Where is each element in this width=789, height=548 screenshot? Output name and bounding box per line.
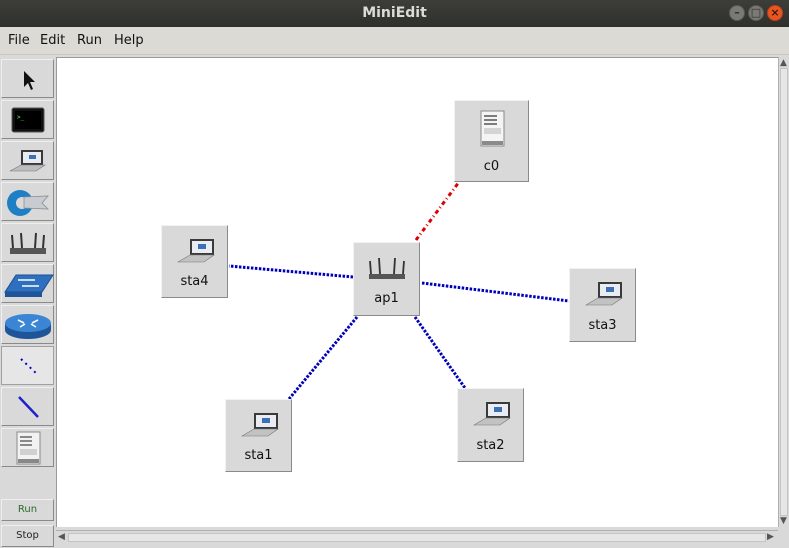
controller-icon — [7, 190, 50, 216]
scroll-up-icon[interactable]: ▲ — [780, 58, 787, 68]
scroll-left-icon[interactable]: ◀ — [58, 532, 65, 542]
tool-switch[interactable] — [1, 264, 54, 303]
node-sta2[interactable]: sta2 — [457, 388, 524, 462]
link-ap1-sta3[interactable] — [421, 281, 570, 303]
link-ap1-sta2[interactable] — [413, 316, 467, 389]
arrow-cursor-icon — [24, 71, 35, 90]
tool-access-point[interactable] — [1, 223, 54, 262]
router-icon — [369, 257, 405, 279]
link-ap1-sta4[interactable] — [228, 264, 354, 279]
link-layer — [228, 181, 570, 400]
node-label: sta3 — [588, 318, 617, 333]
maximize-button[interactable]: □ — [748, 5, 764, 21]
node-sta1[interactable]: sta1 — [225, 399, 292, 472]
horizontal-scroll-track[interactable] — [68, 533, 766, 542]
node-sta4[interactable]: sta4 — [161, 225, 228, 298]
horizontal-scrollbar[interactable]: ◀ ▶ — [56, 530, 778, 544]
tool-select[interactable] — [1, 59, 54, 98]
laptop-icon — [472, 402, 511, 426]
solid-link-icon — [18, 396, 39, 418]
switch-icon — [4, 274, 54, 297]
node-ap1[interactable]: ap1 — [353, 242, 420, 316]
close-icon: × — [770, 6, 780, 19]
menu-run[interactable]: Run — [77, 33, 102, 48]
tool-palette: >_ — [0, 57, 56, 548]
legacy-router-icon — [5, 314, 51, 339]
minimize-button[interactable]: – — [729, 5, 745, 21]
tool-controller[interactable] — [1, 182, 54, 221]
close-button[interactable]: × — [767, 5, 783, 21]
vertical-scrollbar[interactable]: ▲ ▼ — [778, 57, 789, 527]
laptop-icon — [584, 282, 623, 306]
tool-wired-link[interactable] — [1, 387, 54, 426]
tool-station[interactable] — [1, 141, 54, 180]
stop-button[interactable]: Stop — [1, 525, 54, 547]
node-label: sta4 — [180, 274, 209, 289]
dotted-link-icon — [20, 358, 38, 375]
window-title: MiniEdit — [362, 5, 427, 21]
menu-help[interactable]: Help — [114, 33, 144, 48]
tool-legacy-router[interactable] — [1, 305, 54, 344]
node-label: c0 — [483, 159, 500, 174]
topology-canvas[interactable]: c0 ap1 sta1 — [56, 57, 778, 527]
node-label: sta1 — [244, 448, 273, 463]
router-icon — [10, 232, 46, 254]
scroll-down-icon[interactable]: ▼ — [780, 516, 787, 526]
laptop-icon — [176, 239, 215, 263]
tool-server[interactable] — [1, 428, 54, 467]
node-c0[interactable]: c0 — [454, 100, 529, 182]
server-icon — [480, 110, 505, 147]
menu-file[interactable]: File — [8, 33, 30, 48]
maximize-icon: □ — [750, 6, 762, 19]
link-ap1-c0[interactable] — [414, 181, 461, 241]
tool-wireless-link[interactable] — [1, 346, 54, 385]
minimize-icon: – — [734, 6, 740, 19]
laptop-icon — [240, 413, 279, 437]
run-button[interactable]: Run — [1, 499, 54, 521]
svg-text:>_: >_ — [17, 114, 25, 121]
link-ap1-sta1[interactable] — [287, 316, 359, 400]
tool-host[interactable]: >_ — [1, 100, 54, 139]
node-label: ap1 — [374, 291, 399, 306]
server-icon — [16, 431, 41, 465]
scroll-right-icon[interactable]: ▶ — [767, 532, 774, 542]
terminal-icon: >_ — [11, 107, 45, 133]
menu-edit[interactable]: Edit — [40, 33, 66, 48]
menu-bar: File Edit Run Help — [0, 27, 789, 55]
node-label: sta2 — [476, 438, 505, 453]
vertical-scroll-track[interactable] — [780, 68, 788, 516]
title-bar: MiniEdit – □ × — [0, 0, 789, 27]
laptop-icon — [9, 150, 46, 172]
node-sta3[interactable]: sta3 — [569, 268, 636, 342]
